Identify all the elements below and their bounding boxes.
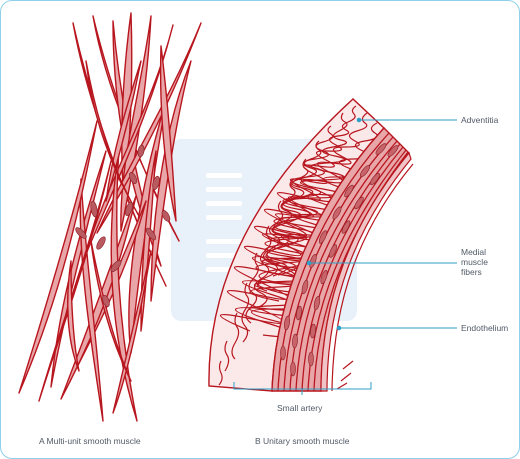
- cell-nucleus: [125, 202, 133, 216]
- cell-nucleus: [290, 361, 296, 377]
- cell-nucleus: [332, 206, 342, 220]
- multi-unit-muscle-illustration: [18, 12, 202, 422]
- muscle-fiber: [90, 240, 132, 382]
- label-medial-line: Medial: [461, 247, 487, 257]
- cell-nucleus: [296, 305, 302, 321]
- muscle-fiber: [112, 250, 152, 414]
- cell-nucleus: [318, 230, 328, 244]
- cell-nucleus: [308, 351, 314, 367]
- muscle-fiber: [159, 45, 177, 222]
- caption-a: A Multi-unit smooth muscle: [39, 436, 141, 446]
- cell-nucleus: [137, 144, 145, 158]
- cell-nucleus: [375, 143, 387, 155]
- muscle-fiber: [50, 150, 107, 388]
- cell-nucleus: [301, 279, 309, 295]
- cell-nucleus: [145, 227, 157, 241]
- cell-nucleus: [161, 210, 171, 222]
- cell-nucleus: [329, 244, 337, 258]
- medial-fiber-nuclei: [280, 143, 399, 377]
- annotation-leaders: [306, 117, 457, 331]
- label-medial-line: fibers: [461, 267, 482, 277]
- cell-nucleus: [387, 145, 399, 157]
- label-adventitia: Adventitia: [461, 115, 499, 125]
- cell-nucleus: [369, 172, 381, 186]
- muscle-fiber: [38, 160, 112, 402]
- cell-nucleus: [96, 236, 106, 250]
- cell-nucleus: [292, 333, 298, 349]
- muscle-fiber: [92, 15, 180, 242]
- cell-nucleus: [102, 294, 110, 308]
- cell-nucleus: [284, 315, 290, 331]
- muscle-fiber: [67, 260, 80, 372]
- artery-wall-illustration: [208, 98, 414, 392]
- cell-nucleus: [90, 200, 98, 218]
- caption-b: B Unitary smooth muscle: [255, 436, 350, 446]
- cell-nucleus: [341, 220, 351, 234]
- muscle-fiber: [96, 22, 202, 234]
- label-small-artery: Small artery: [277, 403, 323, 413]
- multi-unit-nuclei: [75, 144, 171, 308]
- label-endothelium: Endothelium: [461, 323, 509, 333]
- cell-nucleus: [75, 227, 87, 239]
- cell-nucleus: [280, 345, 286, 361]
- cell-nucleus: [313, 295, 321, 311]
- cell-nucleus: [152, 175, 160, 191]
- cell-nucleus: [128, 172, 138, 184]
- cell-nucleus: [354, 196, 364, 210]
- lumen-edge: [331, 163, 414, 392]
- muscle-fiber: [85, 60, 140, 217]
- cell-nucleus: [310, 323, 316, 339]
- cell-nucleus: [110, 260, 122, 272]
- cell-nucleus: [320, 269, 328, 285]
- label-medial-line: muscle: [461, 257, 488, 267]
- cell-nucleus: [359, 164, 371, 178]
- cell-nucleus: [309, 254, 317, 268]
- cell-nucleus: [344, 184, 354, 198]
- muscle-fiber: [18, 120, 98, 394]
- endothelium-layer: [320, 151, 412, 392]
- label-medial-muscle-fibers: Medial muscle fibers: [461, 247, 501, 277]
